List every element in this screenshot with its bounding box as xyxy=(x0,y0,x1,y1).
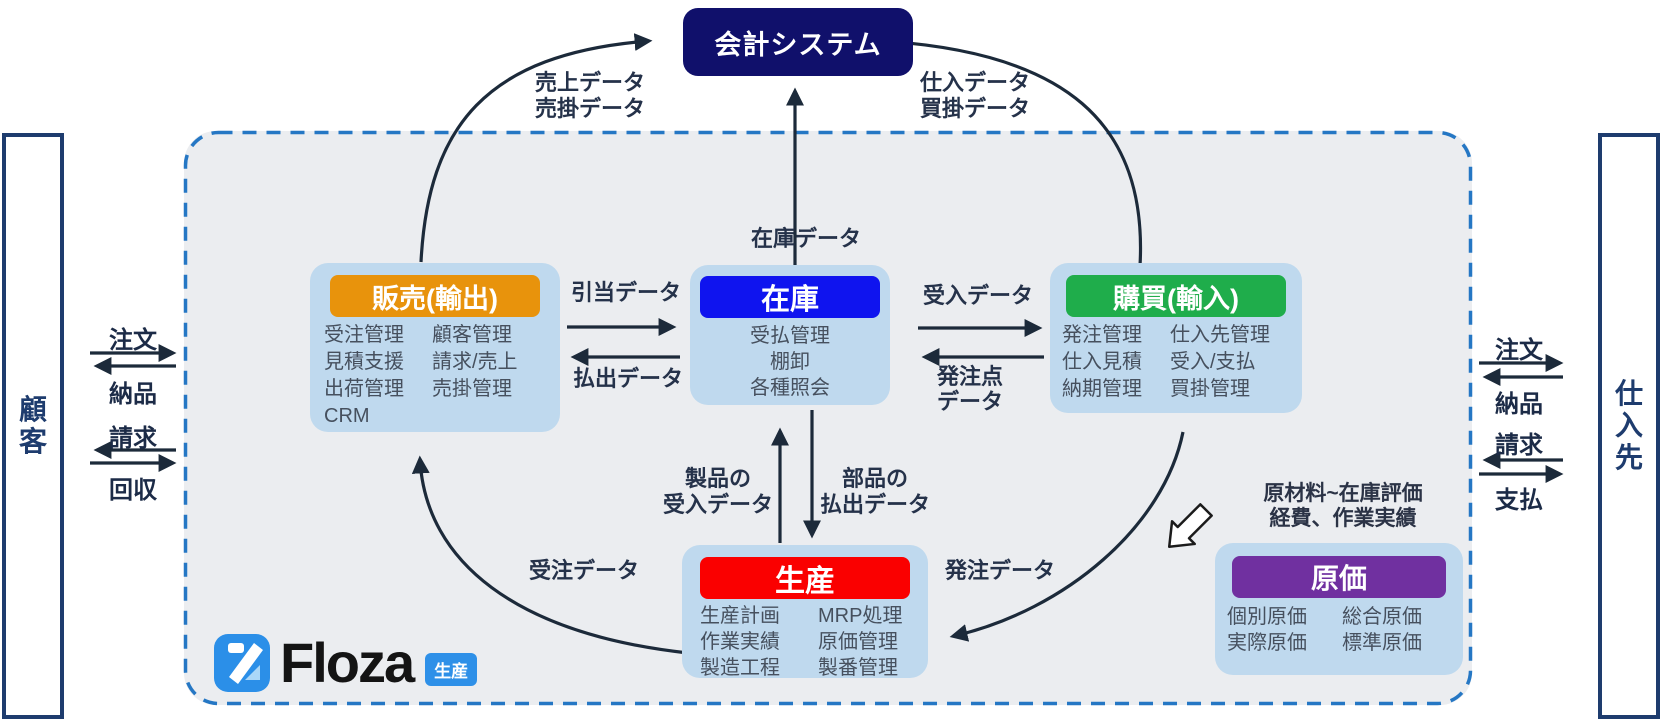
module-purchasing-header: 購買(輸入) xyxy=(1066,275,1286,317)
sales-item: 売掛管理 xyxy=(432,378,512,400)
floza-logo-badge: 生産 xyxy=(425,653,478,686)
supplier-flow-payment: 支払 xyxy=(1495,487,1543,514)
module-production: 生産 生産計画 作業実績 製造工程 MRP処理 原価管理 製番管理 xyxy=(682,545,928,679)
arrow-production-to-sales xyxy=(411,455,689,655)
module-sales-header: 販売(輸出) xyxy=(330,275,540,317)
arrow-sales-to-accounting xyxy=(419,33,653,263)
customer-flow-invoice: 請求 xyxy=(109,425,157,452)
production-item: 原価管理 xyxy=(818,631,898,653)
label-production-to-sales: 受注データ xyxy=(528,558,639,583)
purchasing-item: 受入/支払 xyxy=(1170,351,1256,373)
cost-block-arrow-icon xyxy=(1167,503,1213,549)
module-purchasing: 購買(輸入) 発注管理 仕入見積 納期管理 仕入先管理 受入/支払 買掛管理 xyxy=(1050,263,1302,413)
label-sales-to-inventory: 引当データ xyxy=(570,280,681,305)
production-item: 生産計画 xyxy=(700,605,780,627)
purchasing-item: 仕入見積 xyxy=(1062,351,1142,373)
sales-item: CRM xyxy=(324,405,370,427)
module-production-header: 生産 xyxy=(700,557,910,599)
production-item: 作業実績 xyxy=(700,631,780,653)
label-inventory-to-purchasing: 受入データ xyxy=(922,283,1033,308)
floza-logo-icon xyxy=(214,634,270,692)
module-inventory-header: 在庫 xyxy=(700,276,880,318)
floza-logo-wordmark: Floza xyxy=(280,631,415,694)
label-purchasing-to-inventory: 発注点 データ xyxy=(936,364,1003,414)
production-item: 製番管理 xyxy=(818,657,898,679)
system-boundary-dashed-border xyxy=(183,130,1473,706)
purchasing-item: 仕入先管理 xyxy=(1170,324,1270,346)
sales-item: 見積支援 xyxy=(324,351,404,373)
label-inventory-to-sales: 払出データ xyxy=(572,366,683,391)
customer-label: 顧客 xyxy=(19,394,48,457)
sales-item: 受注管理 xyxy=(324,324,404,346)
customer-flow-collection: 回収 xyxy=(109,477,157,504)
cost-item: 個別原価 xyxy=(1227,606,1307,628)
purchasing-item: 買掛管理 xyxy=(1170,378,1250,400)
cost-item: 総合原価 xyxy=(1342,606,1422,628)
cost-item: 実際原価 xyxy=(1227,632,1307,654)
purchasing-item: 納期管理 xyxy=(1062,378,1142,400)
supplier-label: 仕入先 xyxy=(1615,378,1644,473)
label-production-to-inventory: 製品の 受入データ xyxy=(662,466,773,517)
supplier-flow-invoice: 請求 xyxy=(1495,432,1543,459)
label-inventory-to-production: 部品の 払出データ xyxy=(819,466,930,517)
label-purchasing-to-production: 発注データ xyxy=(944,558,1055,583)
customer-flow-order: 注文 xyxy=(109,327,157,354)
sales-item: 請求/売上 xyxy=(432,351,518,373)
production-item: MRP処理 xyxy=(818,605,903,627)
supplier-box: 仕入先 xyxy=(1598,133,1660,719)
cost-item: 標準原価 xyxy=(1342,632,1422,654)
module-cost-header: 原価 xyxy=(1232,556,1446,598)
accounting-system-label: 会計システム xyxy=(714,29,882,60)
customer-box: 顧客 xyxy=(2,133,64,719)
inventory-item: 各種照会 xyxy=(750,377,830,399)
module-cost: 原価 個別原価 実際原価 総合原価 標準原価 xyxy=(1215,543,1463,675)
customer-flow-delivery: 納品 xyxy=(109,381,157,408)
module-sales: 販売(輸出) 受注管理 見積支援 出荷管理 CRM 顧客管理 請求/売上 売掛管… xyxy=(310,263,560,432)
sales-item: 顧客管理 xyxy=(432,324,512,346)
accounting-system-box: 会計システム xyxy=(683,8,913,76)
supplier-flow-order: 注文 xyxy=(1495,337,1543,364)
label-inventory-to-accounting: 在庫データ xyxy=(750,226,861,251)
arrow-purchasing-to-accounting xyxy=(877,32,1143,267)
purchasing-item: 発注管理 xyxy=(1062,324,1142,346)
inventory-item: 受払管理 xyxy=(750,325,830,347)
sales-item: 出荷管理 xyxy=(324,378,404,400)
inventory-item: 棚卸 xyxy=(770,351,810,373)
label-purchasing-to-accounting: 仕入データ 買掛データ xyxy=(919,70,1030,121)
production-item: 製造工程 xyxy=(700,657,780,679)
arrow-purchasing-to-production xyxy=(949,431,1185,642)
floza-logo: Floza 生産 xyxy=(214,631,478,694)
label-sales-to-accounting: 売上データ 売掛データ xyxy=(534,70,645,121)
supplier-flow-delivery: 納品 xyxy=(1495,391,1543,418)
cost-inputs-note: 原材料~在庫評価 経費、作業実績 xyxy=(1263,482,1423,530)
module-inventory: 在庫 受払管理 棚卸 各種照会 xyxy=(690,265,890,405)
